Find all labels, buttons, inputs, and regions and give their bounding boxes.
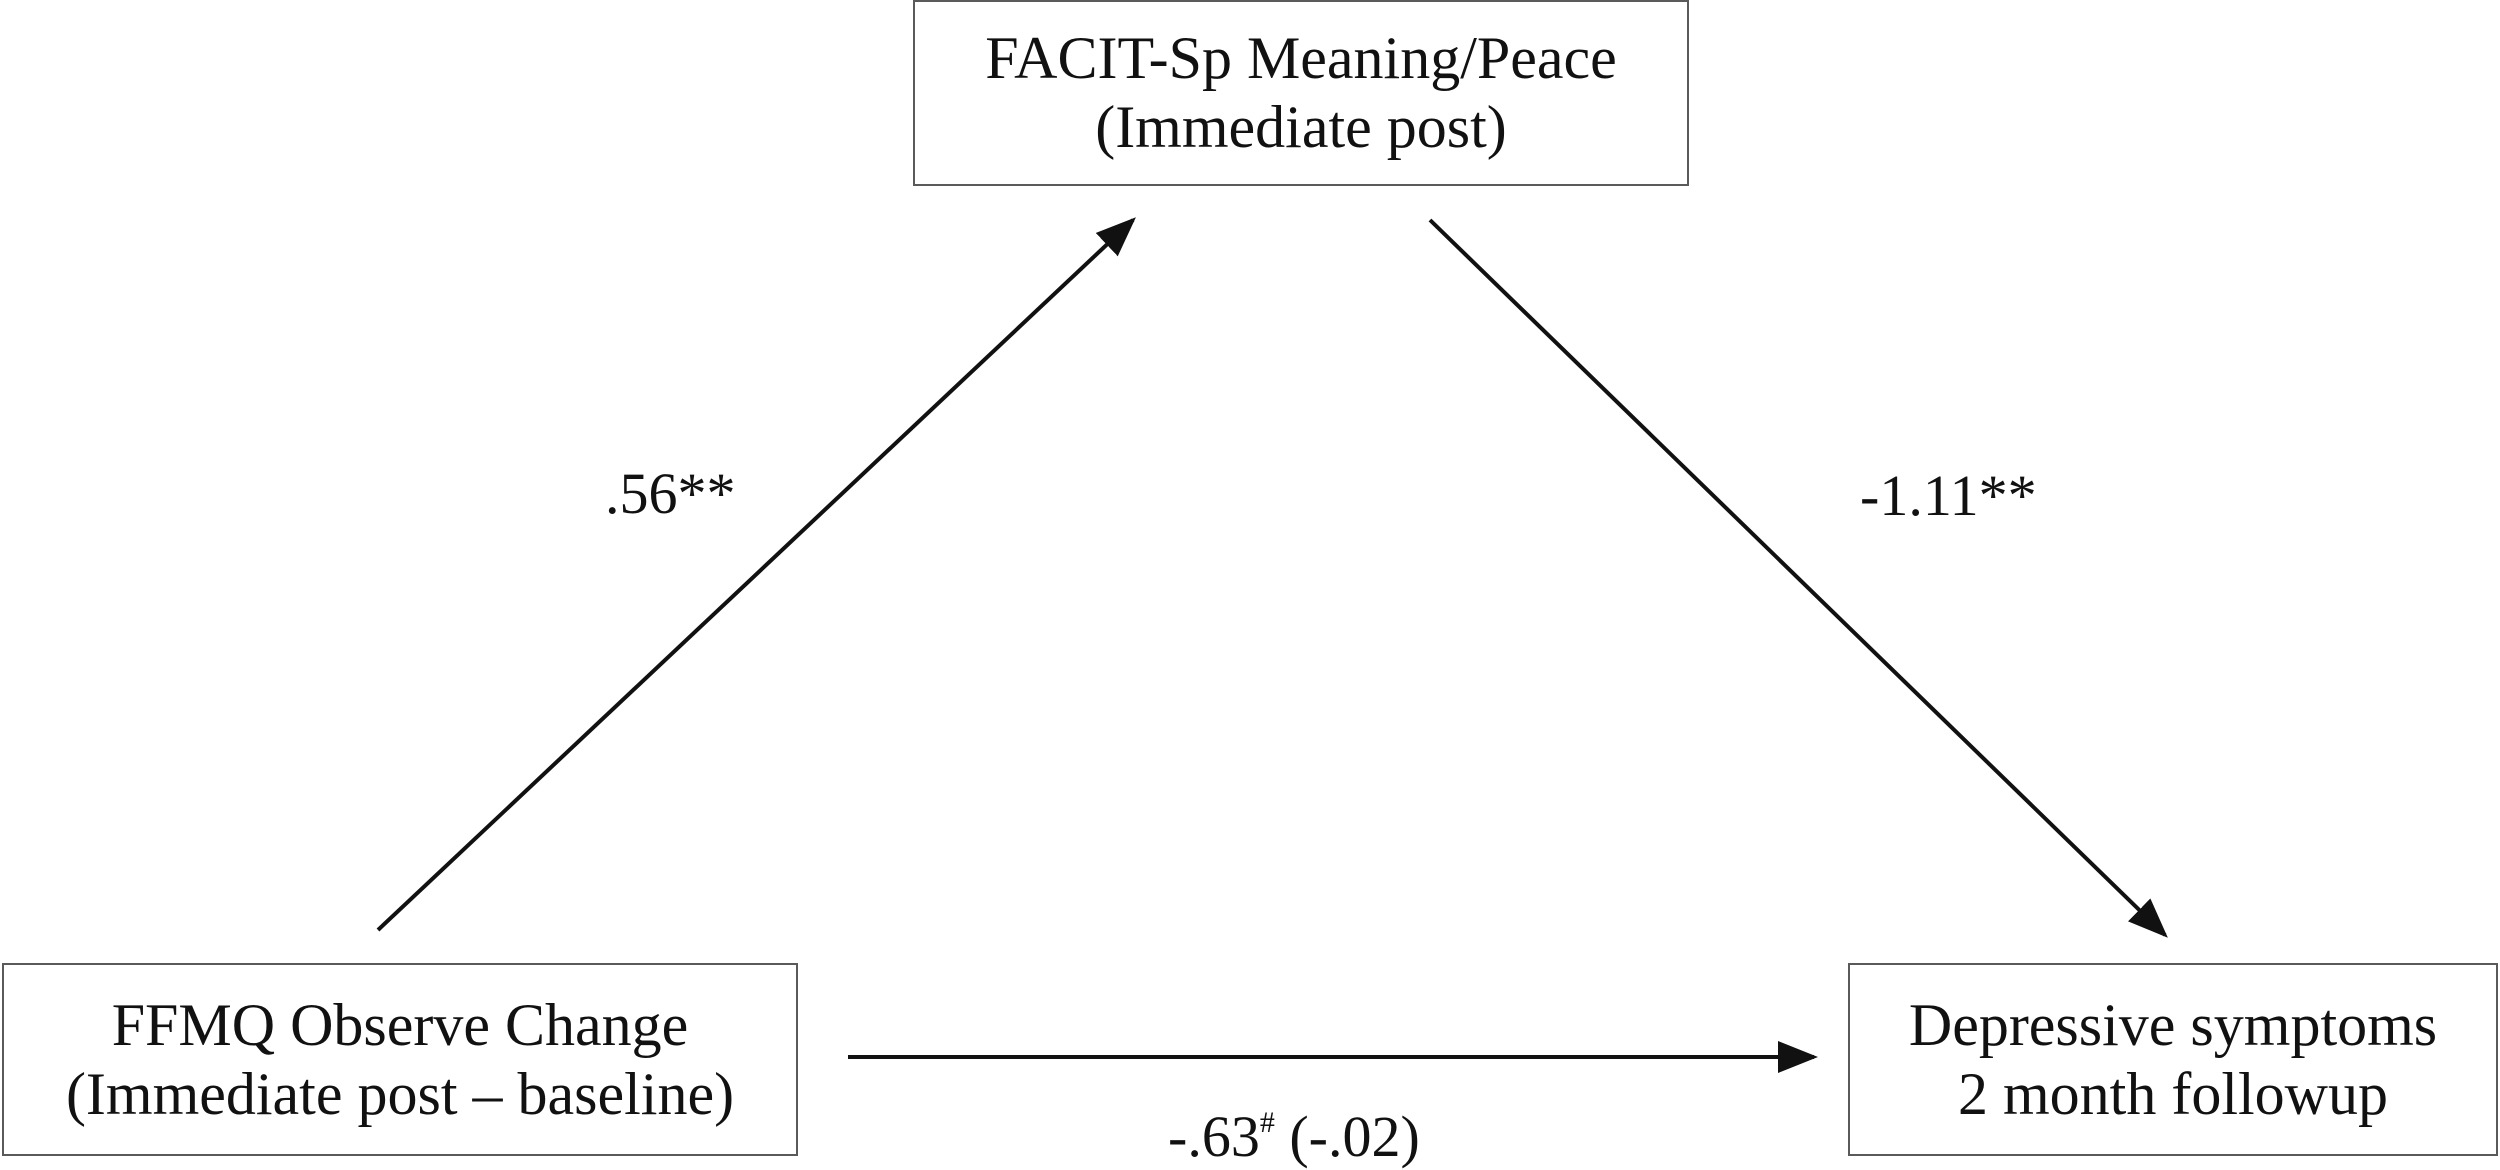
predictor-box: FFMQ Observe Change (Immediate post – ba… [2,963,798,1156]
path-c-coefficient: -.63# (-.02) [1168,1103,1420,1170]
outcome-box: Depressive symptoms 2 month followup [1848,963,2498,1156]
path-c-paren: (-.02) [1274,1104,1420,1169]
path-a-arrow [376,217,1136,932]
mediator-line2: (Immediate post) [1095,94,1507,160]
path-c-main: -.63 [1168,1104,1260,1169]
mediator-box: FACIT-Sp Meaning/Peace (Immediate post) [913,0,1689,186]
path-a-coefficient: .56** [605,461,736,526]
path-c-sup: # [1259,1106,1275,1139]
path-b-coefficient: -1.11** [1860,463,2037,528]
path-b-arrow [1428,218,2168,938]
predictor-line2: (Immediate post – baseline) [65,1060,735,1127]
predictor-line1: FFMQ Observe Change [111,991,689,1058]
mediator-line1: FACIT-Sp Meaning/Peace [985,25,1617,91]
outcome-line2: 2 month followup [1958,1060,2388,1127]
outcome-line1: Depressive symptoms [1908,991,2438,1058]
